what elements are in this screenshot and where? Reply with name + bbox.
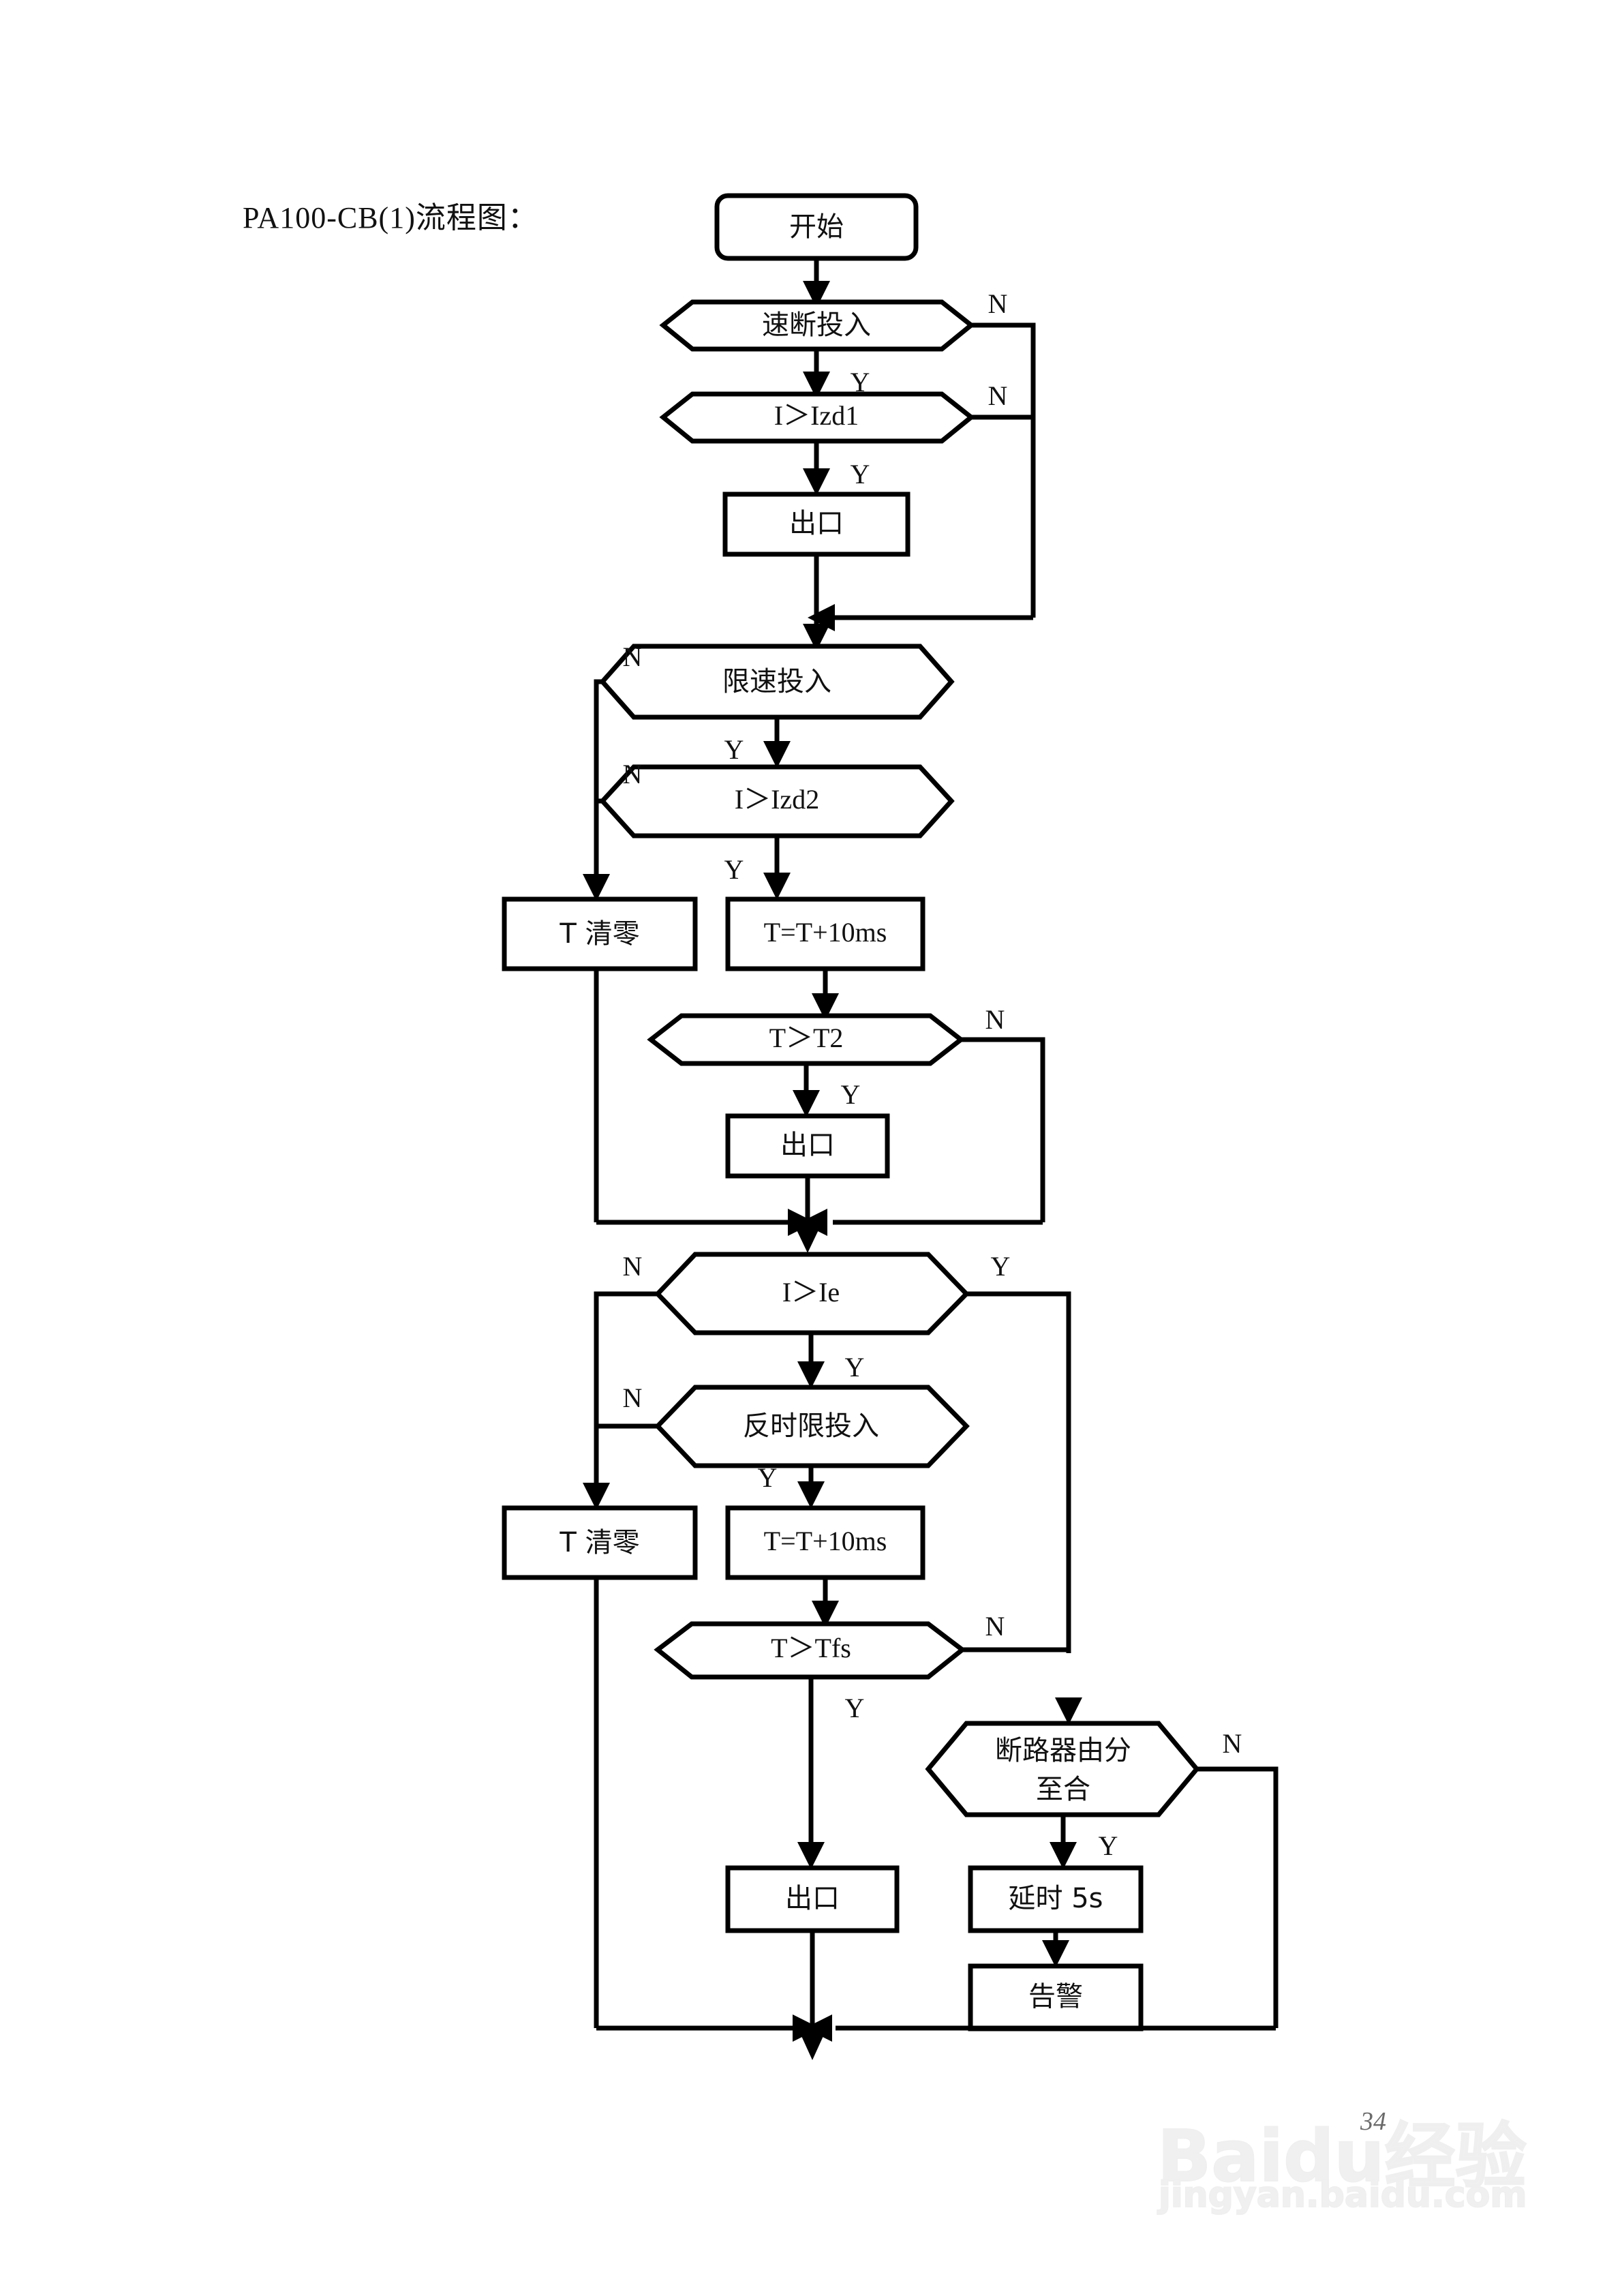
arrowhead	[794, 1224, 821, 1253]
node-t-gt-t2-label: T＞T2	[769, 1023, 844, 1053]
node-exit-1-label: 出口	[789, 508, 844, 539]
arrowhead-left	[800, 1209, 827, 1236]
arrowhead	[803, 624, 830, 651]
node-fanshixian-toru-label: 反时限投入	[743, 1410, 879, 1442]
arrowhead	[583, 874, 610, 901]
arrowhead	[803, 468, 830, 496]
node-xiansu-toru-label: 限速投入	[722, 666, 831, 697]
arrowhead	[797, 1842, 825, 1869]
node-i-gt-izd1-label: I＞Izd1	[774, 400, 859, 431]
edge-label-n-1: N	[988, 288, 1008, 319]
edge-label-y-7: Y	[845, 1352, 865, 1383]
arrowhead	[803, 281, 830, 308]
node-t-inc-2-label: T=T+10ms	[764, 1526, 887, 1556]
edge-label-n-7: N	[623, 1383, 643, 1413]
arrowhead	[1055, 1697, 1082, 1725]
edge-label-y-8: Y	[758, 1462, 778, 1493]
arrowhead	[803, 372, 830, 399]
node-alarm	[968, 1963, 1144, 2031]
arrowhead	[797, 1481, 825, 1509]
page-number: 34	[1360, 2107, 1386, 2136]
node-delay-5s	[968, 1865, 1144, 1933]
node-t-clear-1-label: T 清零	[559, 918, 639, 950]
node-delay-5s-label: 延时 5s	[1008, 1883, 1103, 1914]
node-breaker	[925, 1721, 1200, 1817]
arrowhead	[583, 1483, 610, 1510]
node-i-gt-izd2-label: I＞Izd2	[735, 784, 819, 815]
edge-label-n-4: N	[623, 759, 643, 789]
page-title: PA100-CB(1)流程图：	[243, 201, 538, 235]
watermark-url: jingyan.baidu.com	[1158, 2174, 1528, 2216]
arrowhead	[763, 741, 791, 768]
node-exit-3-label: 出口	[785, 1883, 840, 1914]
node-breaker-label-line2: 至合	[1036, 1774, 1090, 1805]
node-t-inc-1	[725, 896, 925, 971]
node-i-gt-izd1	[659, 391, 975, 444]
node-breaker-label-line1: 断路器由分	[995, 1735, 1131, 1766]
node-sudan-toru	[659, 299, 975, 352]
arrowhead	[812, 1601, 839, 1628]
edge-sudan-n	[971, 322, 1036, 618]
node-t-gt-tfs-label: T＞Tfs	[771, 1633, 851, 1663]
edge-label-y-10: Y	[1099, 1830, 1118, 1861]
arrowhead	[1042, 1940, 1069, 1967]
edge-xiansu-n	[594, 679, 602, 881]
edge-label-y-2: Y	[851, 459, 870, 489]
edge-label-y-5: Y	[841, 1079, 861, 1110]
edge-label-n-3: N	[623, 641, 643, 672]
arrowhead	[797, 1361, 825, 1389]
node-t-gt-t2	[647, 1013, 965, 1066]
node-t-gt-tfs	[654, 1621, 966, 1680]
node-alarm-label: 告警	[1028, 1981, 1083, 2012]
edge-label-n-8: N	[985, 1611, 1005, 1642]
edge-label-n-2: N	[988, 380, 1008, 411]
edge-breaker-n	[1197, 1766, 1279, 2028]
edge-label-y-6: Y	[991, 1251, 1011, 1282]
edge-label-y-4: Y	[724, 854, 744, 885]
arrowhead	[793, 1090, 820, 1117]
node-t-clear-2	[502, 1505, 698, 1580]
watermark-brand: Baidu经验	[1157, 2114, 1527, 2199]
edge-label-n-5: N	[985, 1004, 1005, 1035]
edge-label-n-6: N	[623, 1251, 643, 1282]
edge-label-n-9: N	[1223, 1728, 1242, 1759]
arrowhead	[799, 2030, 826, 2060]
node-t-inc-1-label: T=T+10ms	[764, 917, 887, 948]
arrowhead	[812, 993, 839, 1021]
arrowhead-left	[805, 2014, 832, 2042]
edge-ie-y-right	[966, 1291, 1071, 1653]
node-sudan-toru-label: 速断投入	[762, 309, 871, 341]
arrowhead	[763, 873, 791, 900]
node-start-label: 开始	[789, 211, 844, 243]
node-exit-2-label: 出口	[780, 1130, 835, 1161]
edge-label-y-9: Y	[845, 1693, 865, 1723]
node-i-gt-ie-label: I＞Ie	[782, 1277, 840, 1308]
node-t-clear-2-label: T 清零	[559, 1527, 639, 1558]
arrowhead	[1050, 1842, 1077, 1869]
node-t-clear-1	[502, 896, 698, 971]
edge-label-y-3: Y	[724, 734, 744, 765]
edge-tgt2-n	[961, 1037, 1045, 1222]
